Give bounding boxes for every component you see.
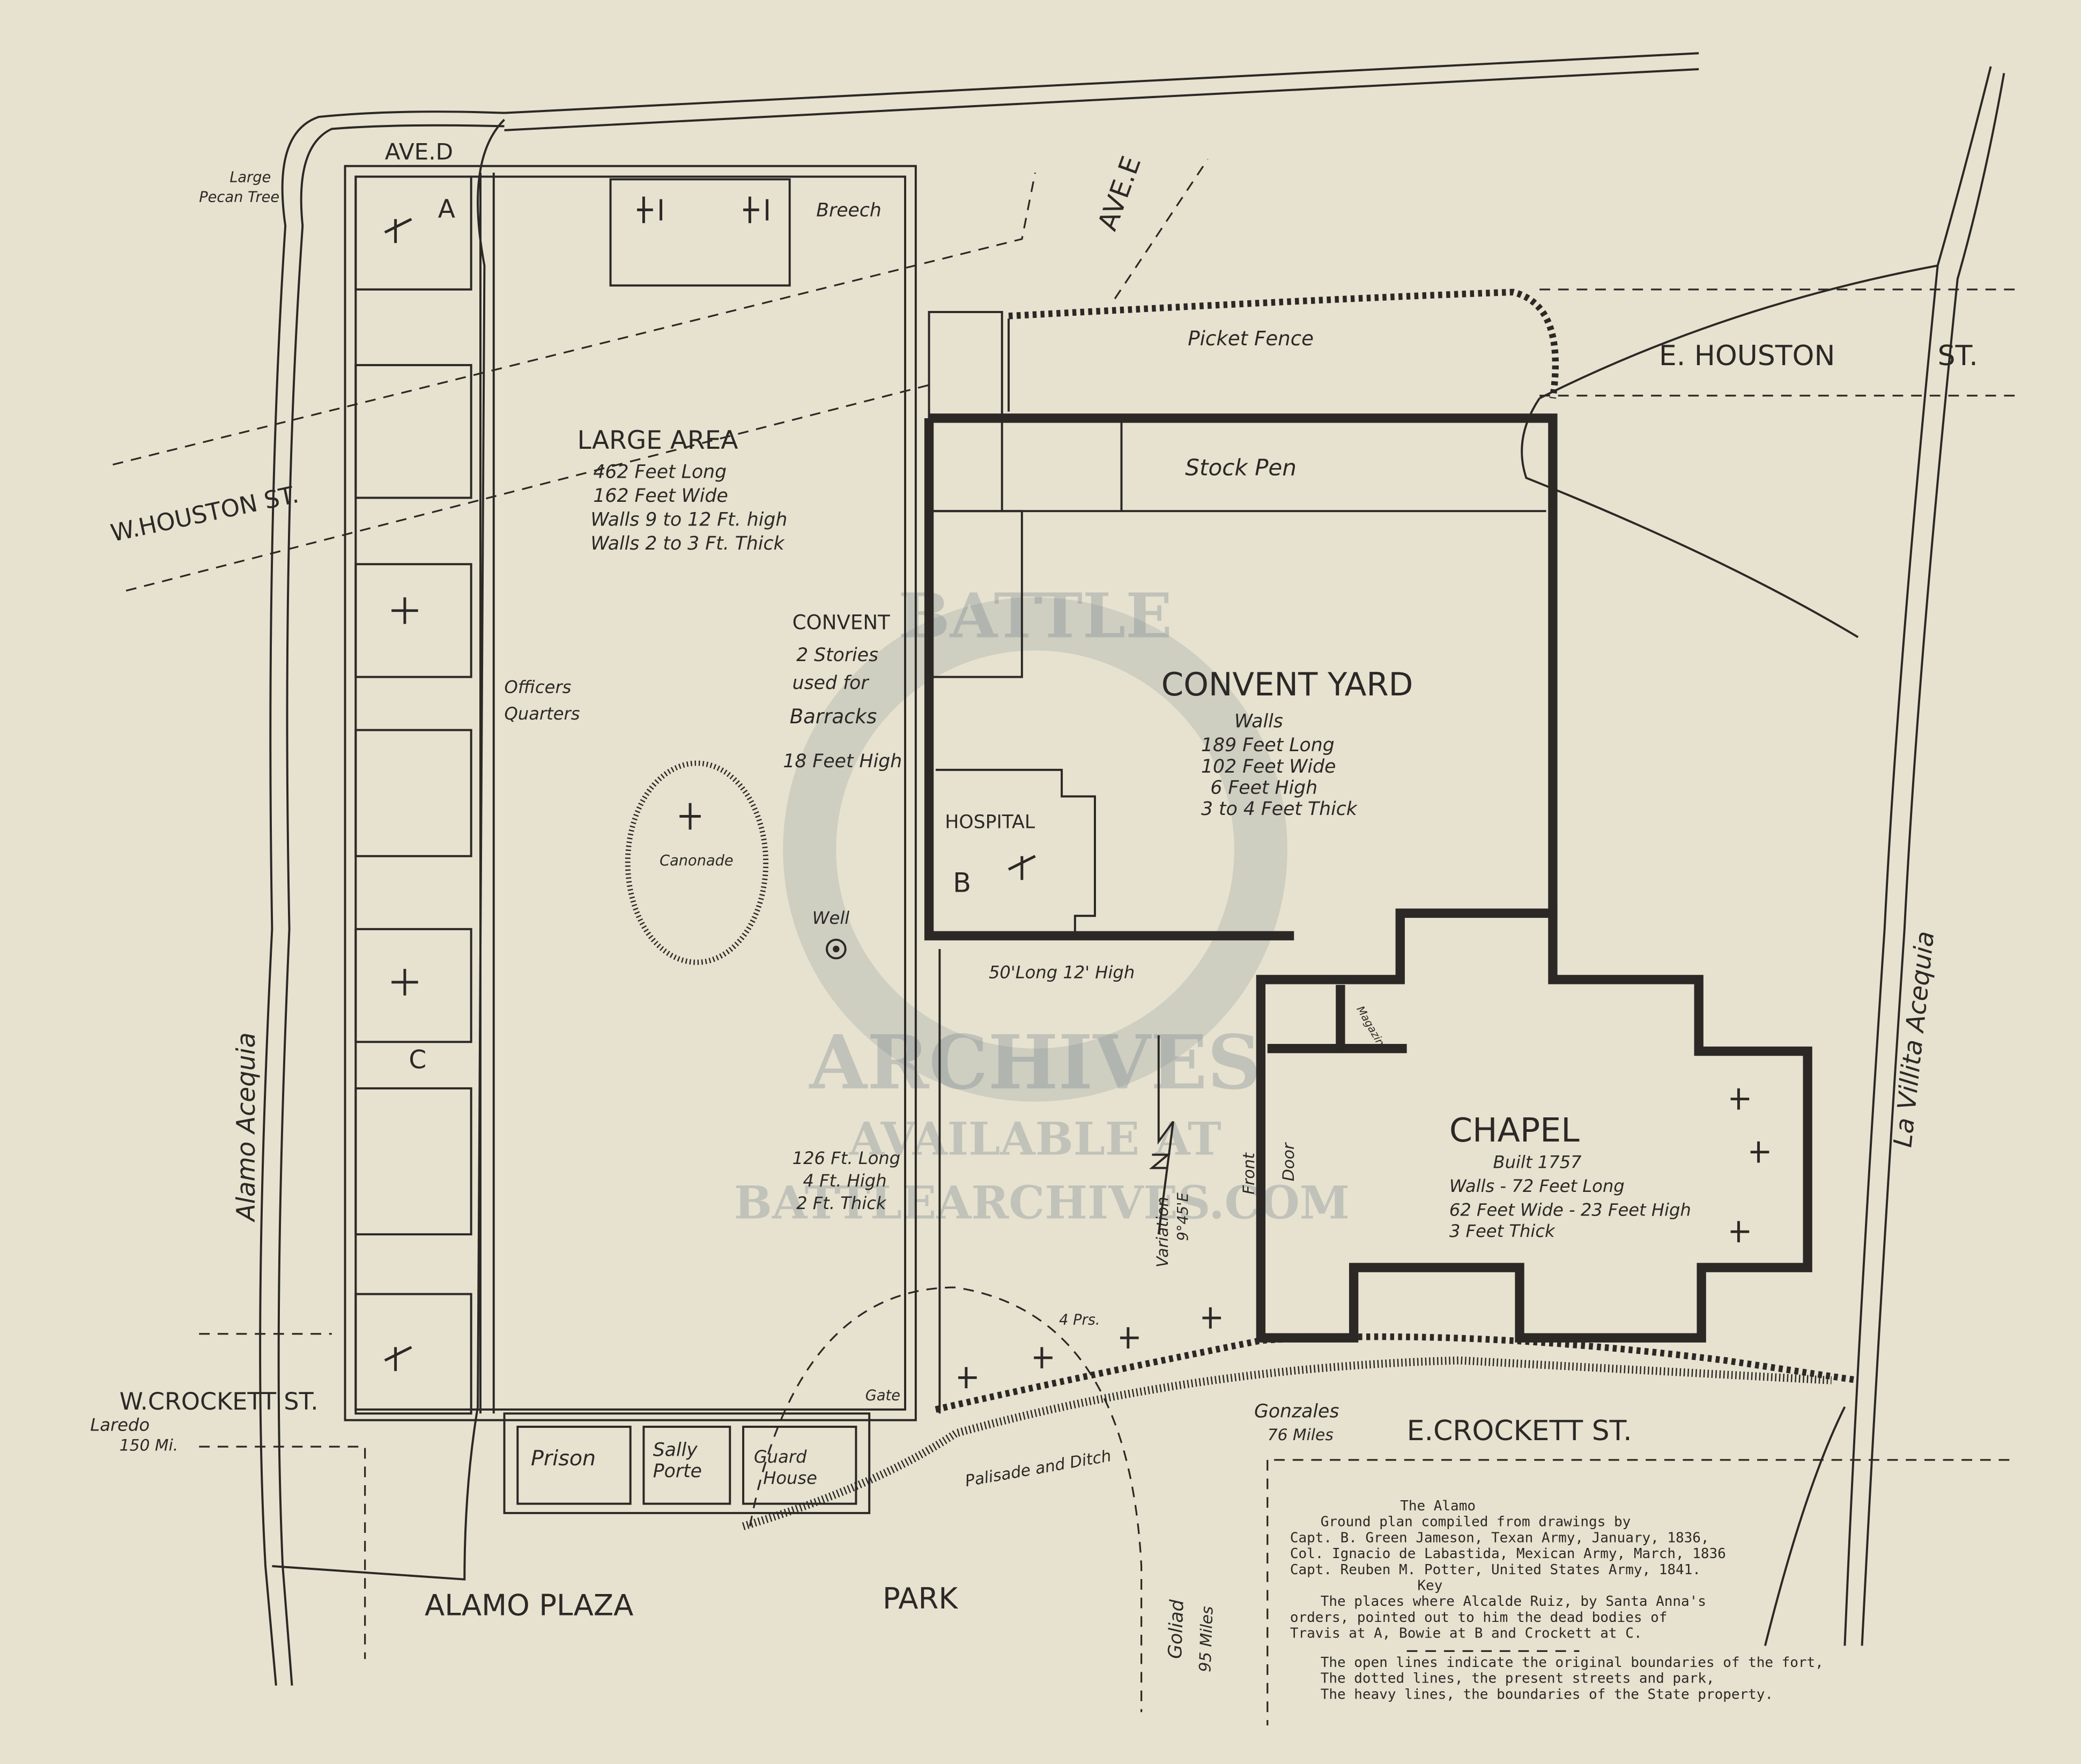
label-e-crockett: E.CROCKETT ST. — [1407, 1415, 1632, 1447]
legend-key-line: The places where Alcalde Ruiz, by Santa … — [1321, 1593, 1706, 1610]
legend-line: Col. Ignacio de Labastida, Mexican Army,… — [1290, 1546, 1726, 1562]
convent-yard-line: 6 Feet High — [1210, 777, 1317, 798]
label-wall-126: 2 Ft. Thick — [796, 1193, 887, 1213]
legend-key-title: Key — [1417, 1577, 1442, 1593]
street-labels: AVE.D AVE.E W.HOUSTON ST. E. HOUSTON ST.… — [90, 138, 1978, 1672]
label-goliad-dist: 95 Miles — [1196, 1606, 1217, 1672]
chapel-line: Walls - 72 Feet Long — [1449, 1176, 1625, 1196]
label-sally: Sally — [653, 1439, 698, 1461]
label-stock-pen: Stock Pen — [1185, 454, 1297, 480]
marker-a: A — [438, 195, 455, 224]
well-icon — [826, 938, 847, 960]
chapel-title: CHAPEL — [1449, 1111, 1580, 1150]
label-ave-d: AVE.D — [385, 138, 453, 165]
north-arrow-icon — [1149, 1035, 1174, 1235]
marker-c: C — [409, 1046, 426, 1075]
watermark-line2: BATTLEARCHIVES.COM — [734, 1176, 1350, 1229]
marker-b: B — [953, 868, 971, 899]
label-door: Door — [1279, 1142, 1298, 1181]
label-prison: Prison — [531, 1446, 596, 1471]
label-goliad: Goliad — [1165, 1599, 1188, 1659]
canonade — [625, 760, 769, 965]
picket-fence — [1008, 288, 1559, 399]
label-variation: Variation — [1153, 1197, 1172, 1268]
legend-line-key: The heavy lines, the boundaries of the S… — [1321, 1686, 1773, 1702]
large-area-title: LARGE AREA — [577, 426, 738, 455]
legend-line: Capt. B. Green Jameson, Texan Army, Janu… — [1290, 1530, 1709, 1546]
label-house: House — [763, 1467, 817, 1488]
label-guard: Guard — [754, 1447, 807, 1467]
convent-yard-title: CONVENT YARD — [1161, 666, 1413, 703]
label-gonzales-dist: 76 Miles — [1268, 1426, 1334, 1444]
label-wall-126: 126 Ft. Long — [793, 1148, 901, 1168]
convent-yard-line: 3 to 4 Feet Thick — [1201, 798, 1358, 820]
convent-line: 2 Stories — [796, 644, 878, 666]
convent-line: Barracks — [790, 705, 877, 728]
state-property-lines — [924, 413, 1812, 1343]
large-area-line: 162 Feet Wide — [593, 485, 728, 507]
legend-line-key: The open lines indicate the original bou… — [1321, 1655, 1824, 1671]
label-front: Front — [1240, 1152, 1258, 1195]
label-well: Well — [812, 908, 850, 928]
large-area-line: Walls 2 to 3 Ft. Thick — [590, 533, 785, 554]
convent-yard-line: 189 Feet Long — [1201, 735, 1335, 756]
chapel-line: 3 Feet Thick — [1449, 1221, 1556, 1241]
convent-yard-line: Walls — [1234, 711, 1283, 732]
legend-key-line: Travis at A, Bowie at B and Crockett at … — [1290, 1626, 1642, 1642]
feature-labels: Large Pecan Tree Breech Picket Fence Sto… — [199, 169, 1691, 1491]
legend-key-line: orders, pointed out to him the dead bodi… — [1290, 1610, 1668, 1626]
legend-line: Capt. Reuben M. Potter, United States Ar… — [1290, 1562, 1701, 1578]
label-porte: Porte — [653, 1461, 702, 1482]
label-laredo-dist: 150 Mi. — [120, 1436, 178, 1455]
label-large: Large — [229, 169, 271, 186]
large-area-line: 462 Feet Long — [593, 461, 727, 483]
label-officers: Officers — [505, 677, 572, 697]
convent-line: 18 Feet High — [783, 751, 902, 772]
label-quarters: Quarters — [505, 703, 580, 724]
label-alamo-acequia: Alamo Acequia — [232, 1032, 261, 1222]
chapel-line: 62 Feet Wide - 23 Feet High — [1449, 1199, 1691, 1220]
watermark-bottom: ARCHIVES — [809, 1019, 1261, 1106]
legend-line-key: The dotted lines, the present streets an… — [1321, 1671, 1715, 1687]
label-park: PARK — [883, 1581, 958, 1615]
label-gate: Gate — [865, 1388, 900, 1404]
legend: The Alamo Ground plan compiled from draw… — [1290, 1498, 1824, 1702]
label-laredo: Laredo — [90, 1414, 150, 1435]
label-hospital: HOSPITAL — [945, 812, 1035, 833]
convent-line: CONVENT — [793, 611, 890, 634]
chapel-line: Built 1757 — [1493, 1152, 1582, 1172]
label-e-houston: E. HOUSTON — [1659, 340, 1835, 372]
label-wall-50: 50'Long 12' High — [989, 962, 1135, 982]
ditch — [742, 1356, 1832, 1530]
label-wall-126: 4 Ft. High — [803, 1170, 886, 1191]
convent-line: used for — [793, 672, 870, 694]
label-canonade: Canonade — [660, 853, 734, 869]
convent-yard-line: 102 Feet Wide — [1201, 756, 1336, 777]
label-pecan-tree: Pecan Tree — [199, 189, 279, 205]
palisade — [935, 1333, 1859, 1413]
legend-title: The Alamo — [1400, 1498, 1476, 1514]
legend-line: Ground plan compiled from drawings by — [1321, 1514, 1631, 1530]
watermark: BATTLE ARCHIVES AVAILABLE AT BATTLEARCHI… — [734, 580, 1350, 1229]
label-picket-fence: Picket Fence — [1188, 327, 1314, 350]
watermark-top: BATTLE — [898, 580, 1172, 651]
label-gonzales: Gonzales — [1254, 1401, 1339, 1422]
label-4-prs: 4 Prs. — [1059, 1311, 1100, 1328]
large-area-line: Walls 9 to 12 Ft. high — [590, 509, 787, 530]
label-variation-value: 9°45'E — [1175, 1192, 1191, 1241]
label-alamo-plaza: ALAMO PLAZA — [425, 1588, 633, 1622]
acequias — [259, 52, 2005, 1686]
cannon-icons — [384, 196, 1769, 1389]
present-streets — [112, 159, 2018, 1725]
label-breech: Breech — [816, 200, 882, 221]
label-e-houston-st: ST. — [1938, 340, 1978, 372]
label-w-crockett: W.CROCKETT ST. — [120, 1388, 319, 1415]
